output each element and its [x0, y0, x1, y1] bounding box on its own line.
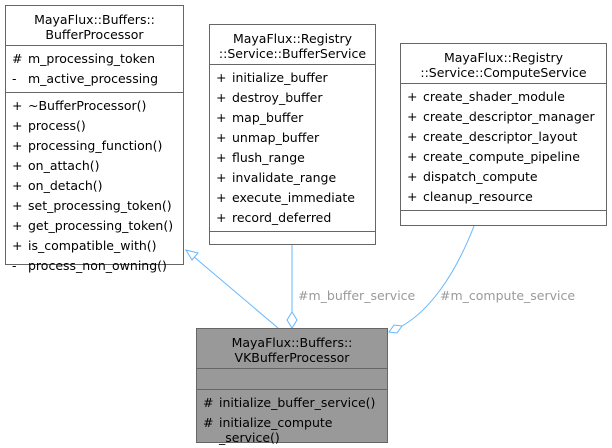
class-title: MayaFlux::Registry ::Service::ComputeSer… [420, 50, 587, 80]
attribute-row: +unmap_buffer [216, 130, 320, 145]
compute-service-edge [401, 225, 475, 327]
attribute-row: +create_descriptor_manager [407, 109, 595, 124]
methods-section [210, 231, 375, 258]
attribute-row: +create_compute_pipeline [407, 149, 580, 164]
attribute-row: +create_shader_module [407, 89, 565, 104]
method-row: -process_non_owning() [12, 258, 167, 273]
attribute-row: +create_descriptor_layout [407, 129, 578, 144]
method-row: +processing_function() [12, 138, 163, 153]
buffer-service-diamond [286, 311, 298, 329]
attribute-row: +map_buffer [216, 110, 304, 125]
attribute-row: +destroy_buffer [216, 90, 323, 105]
class-compute-service[interactable]: MayaFlux::Registry ::Service::ComputeSer… [400, 43, 607, 226]
attribute-row: -m_active_processing [12, 71, 159, 86]
inheritance-edge [192, 255, 279, 329]
methods-section: +~BufferProcessor() +process() +processi… [6, 92, 183, 279]
compute-service-diamond [388, 324, 403, 334]
attributes-section: +initialize_buffer +destroy_buffer +map_… [210, 64, 375, 231]
method-row: +on_attach() [12, 158, 100, 173]
method-row: +is_compatible_with() [12, 238, 157, 253]
methods-section [401, 210, 606, 237]
class-buffer-service[interactable]: MayaFlux::Registry ::Service::BufferServ… [209, 24, 376, 245]
attribute-row: +flush_range [216, 150, 305, 165]
attribute-row: +record_deferred [216, 210, 332, 225]
class-title: MayaFlux::Registry ::Service::BufferServ… [218, 31, 367, 61]
attribute-row: #m_processing_token [12, 51, 155, 66]
inheritance-arrowhead [184, 249, 199, 261]
attribute-row: +invalidate_range [216, 170, 337, 185]
method-row: +set_processing_token() [12, 198, 172, 213]
attributes-section: +create_shader_module +create_descriptor… [401, 83, 606, 210]
class-title: MayaFlux::Buffers:: VKBufferProcessor [231, 335, 353, 365]
buffer-service-edge-label: #m_buffer_service [298, 288, 416, 303]
attribute-row: +cleanup_resource [407, 189, 533, 204]
class-buffer-processor[interactable]: MayaFlux::Buffers:: BufferProcessor #m_p… [5, 5, 184, 273]
class-title: MayaFlux::Buffers:: BufferProcessor [34, 12, 155, 42]
method-row: +process() [12, 118, 86, 133]
attributes-section: #m_processing_token -m_active_processing [6, 45, 183, 92]
attributes-section [197, 368, 387, 389]
attribute-row: +initialize_buffer [216, 70, 328, 85]
class-vk-buffer-processor[interactable]: MayaFlux::Buffers:: VKBufferProcessor #i… [196, 328, 388, 445]
methods-section: #initialize_buffer_service() #initialize… [197, 389, 387, 448]
method-row: +get_processing_token() [12, 218, 174, 233]
attribute-row: +dispatch_compute [407, 169, 538, 184]
method-row: #initialize_buffer_service() [203, 395, 376, 410]
method-row: +~BufferProcessor() [12, 98, 147, 113]
method-row: +on_detach() [12, 178, 103, 193]
attribute-row: +execute_immediate [216, 190, 355, 205]
method-row: #initialize_compute _service() [203, 415, 333, 445]
compute-service-edge-label: #m_compute_service [440, 288, 576, 303]
